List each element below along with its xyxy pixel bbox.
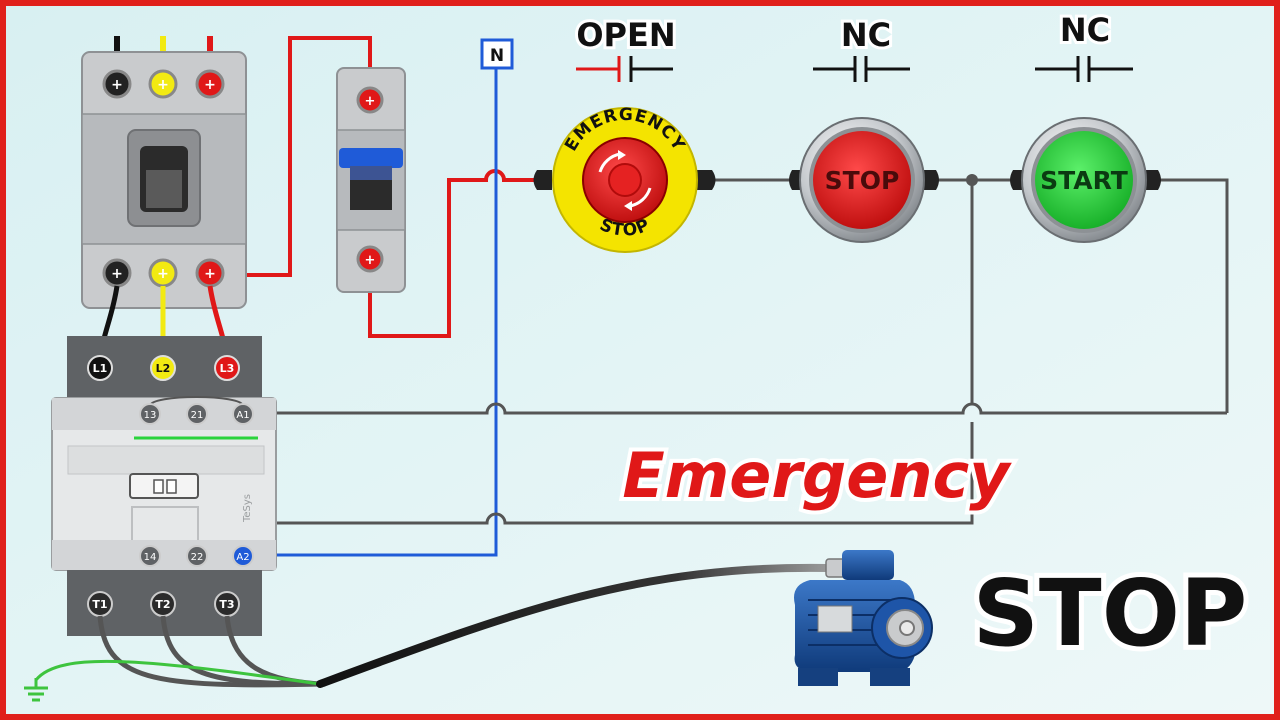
motor-icon [794, 550, 933, 686]
earth-icon [24, 678, 48, 702]
terminal-label: + [111, 266, 123, 282]
terminal-label: A2 [236, 552, 249, 563]
motor-cable [316, 563, 832, 688]
contactor-aux-top-terminals: 13 21 A1 [139, 396, 254, 425]
jumper-13-a1 [149, 396, 244, 407]
terminal-label: L3 [220, 362, 235, 375]
terminal-label: + [204, 77, 216, 93]
contact-symbol-stop-nc: NC [813, 13, 910, 82]
earth-wire [34, 659, 321, 686]
emergency-caption: Emergency [622, 439, 1012, 512]
terminal-label: 21 [191, 410, 204, 421]
terminal-label: T3 [219, 598, 234, 611]
terminal-l3 [214, 355, 240, 381]
breaker-bottom-terminals: + + + [102, 258, 225, 288]
contactor-brand: TeSys [242, 494, 253, 523]
stop-caption: STOP [973, 560, 1248, 667]
terminal-black-top [102, 69, 132, 99]
terminal-13 [139, 403, 161, 425]
neutral-wire [244, 68, 498, 557]
start-pushbutton[interactable]: START [1010, 117, 1161, 243]
contactor-line-terminals: L1 L2 L3 [87, 355, 240, 381]
motor-wire-t2 [160, 615, 321, 687]
red-wire-breaker-to-mcb [210, 36, 372, 277]
terminal-a1 [232, 403, 254, 425]
contact-type-label: NC [1060, 11, 1110, 49]
holding-wire-14 [148, 422, 974, 555]
terminal-label: L2 [156, 362, 171, 375]
contact-type-label: NC [841, 16, 891, 54]
terminal-label: + [157, 266, 169, 282]
contactor: TeSys [51, 336, 277, 636]
mcb-terminal-bottom [356, 245, 384, 273]
start-button-cap[interactable] [1035, 131, 1133, 229]
terminal-label: L1 [93, 362, 108, 375]
stop-button-label: STOP [825, 166, 900, 195]
terminal-l1 [87, 355, 113, 381]
red-wire-mcb-to-emergency [368, 169, 545, 338]
terminal-red-top [195, 69, 225, 99]
terminal-label: 22 [191, 552, 204, 563]
stop-pushbutton[interactable]: STOP [789, 117, 939, 243]
terminal-21 [186, 403, 208, 425]
terminal-label: 13 [144, 410, 157, 421]
terminal-yellow-top [148, 69, 178, 99]
control-wire-start-return [1150, 178, 1229, 413]
contactor-load-terminals: T1 T2 T3 [87, 591, 240, 617]
stop-button-cap[interactable] [813, 131, 911, 229]
terminal-a2 [232, 545, 254, 567]
terminal-label: + [204, 266, 216, 282]
start-button-label: START [1040, 166, 1128, 195]
breaker-top-terminals: + + + [102, 69, 225, 99]
miniature-circuit-breaker: + + [336, 67, 406, 293]
main-circuit-breaker [81, 51, 247, 309]
contact-type-label: OPEN [576, 16, 675, 54]
terminal-label: 14 [144, 552, 157, 563]
terminal-label: + [365, 253, 376, 268]
mcb-terminal-top [356, 86, 384, 114]
neutral-label: N [490, 46, 504, 66]
terminal-label: A1 [236, 410, 249, 421]
neutral-label-box: N [480, 38, 514, 70]
contactor-aux-bottom-terminals: 14 22 A2 [139, 545, 254, 567]
terminal-22 [186, 545, 208, 567]
terminal-14 [139, 545, 161, 567]
terminal-label: + [365, 94, 376, 109]
terminal-label: + [111, 77, 123, 93]
terminal-label: T2 [155, 598, 170, 611]
control-wire-a1 [244, 402, 1227, 415]
contact-symbol-emergency-open: OPEN [573, 13, 679, 82]
terminal-label: T1 [92, 598, 107, 611]
emergency-stop-button[interactable]: EMERGENCY STOP [533, 105, 716, 253]
terminal-label: + [157, 77, 169, 93]
contact-symbol-start-nc: NC [1035, 8, 1133, 82]
terminal-l2 [150, 355, 176, 381]
